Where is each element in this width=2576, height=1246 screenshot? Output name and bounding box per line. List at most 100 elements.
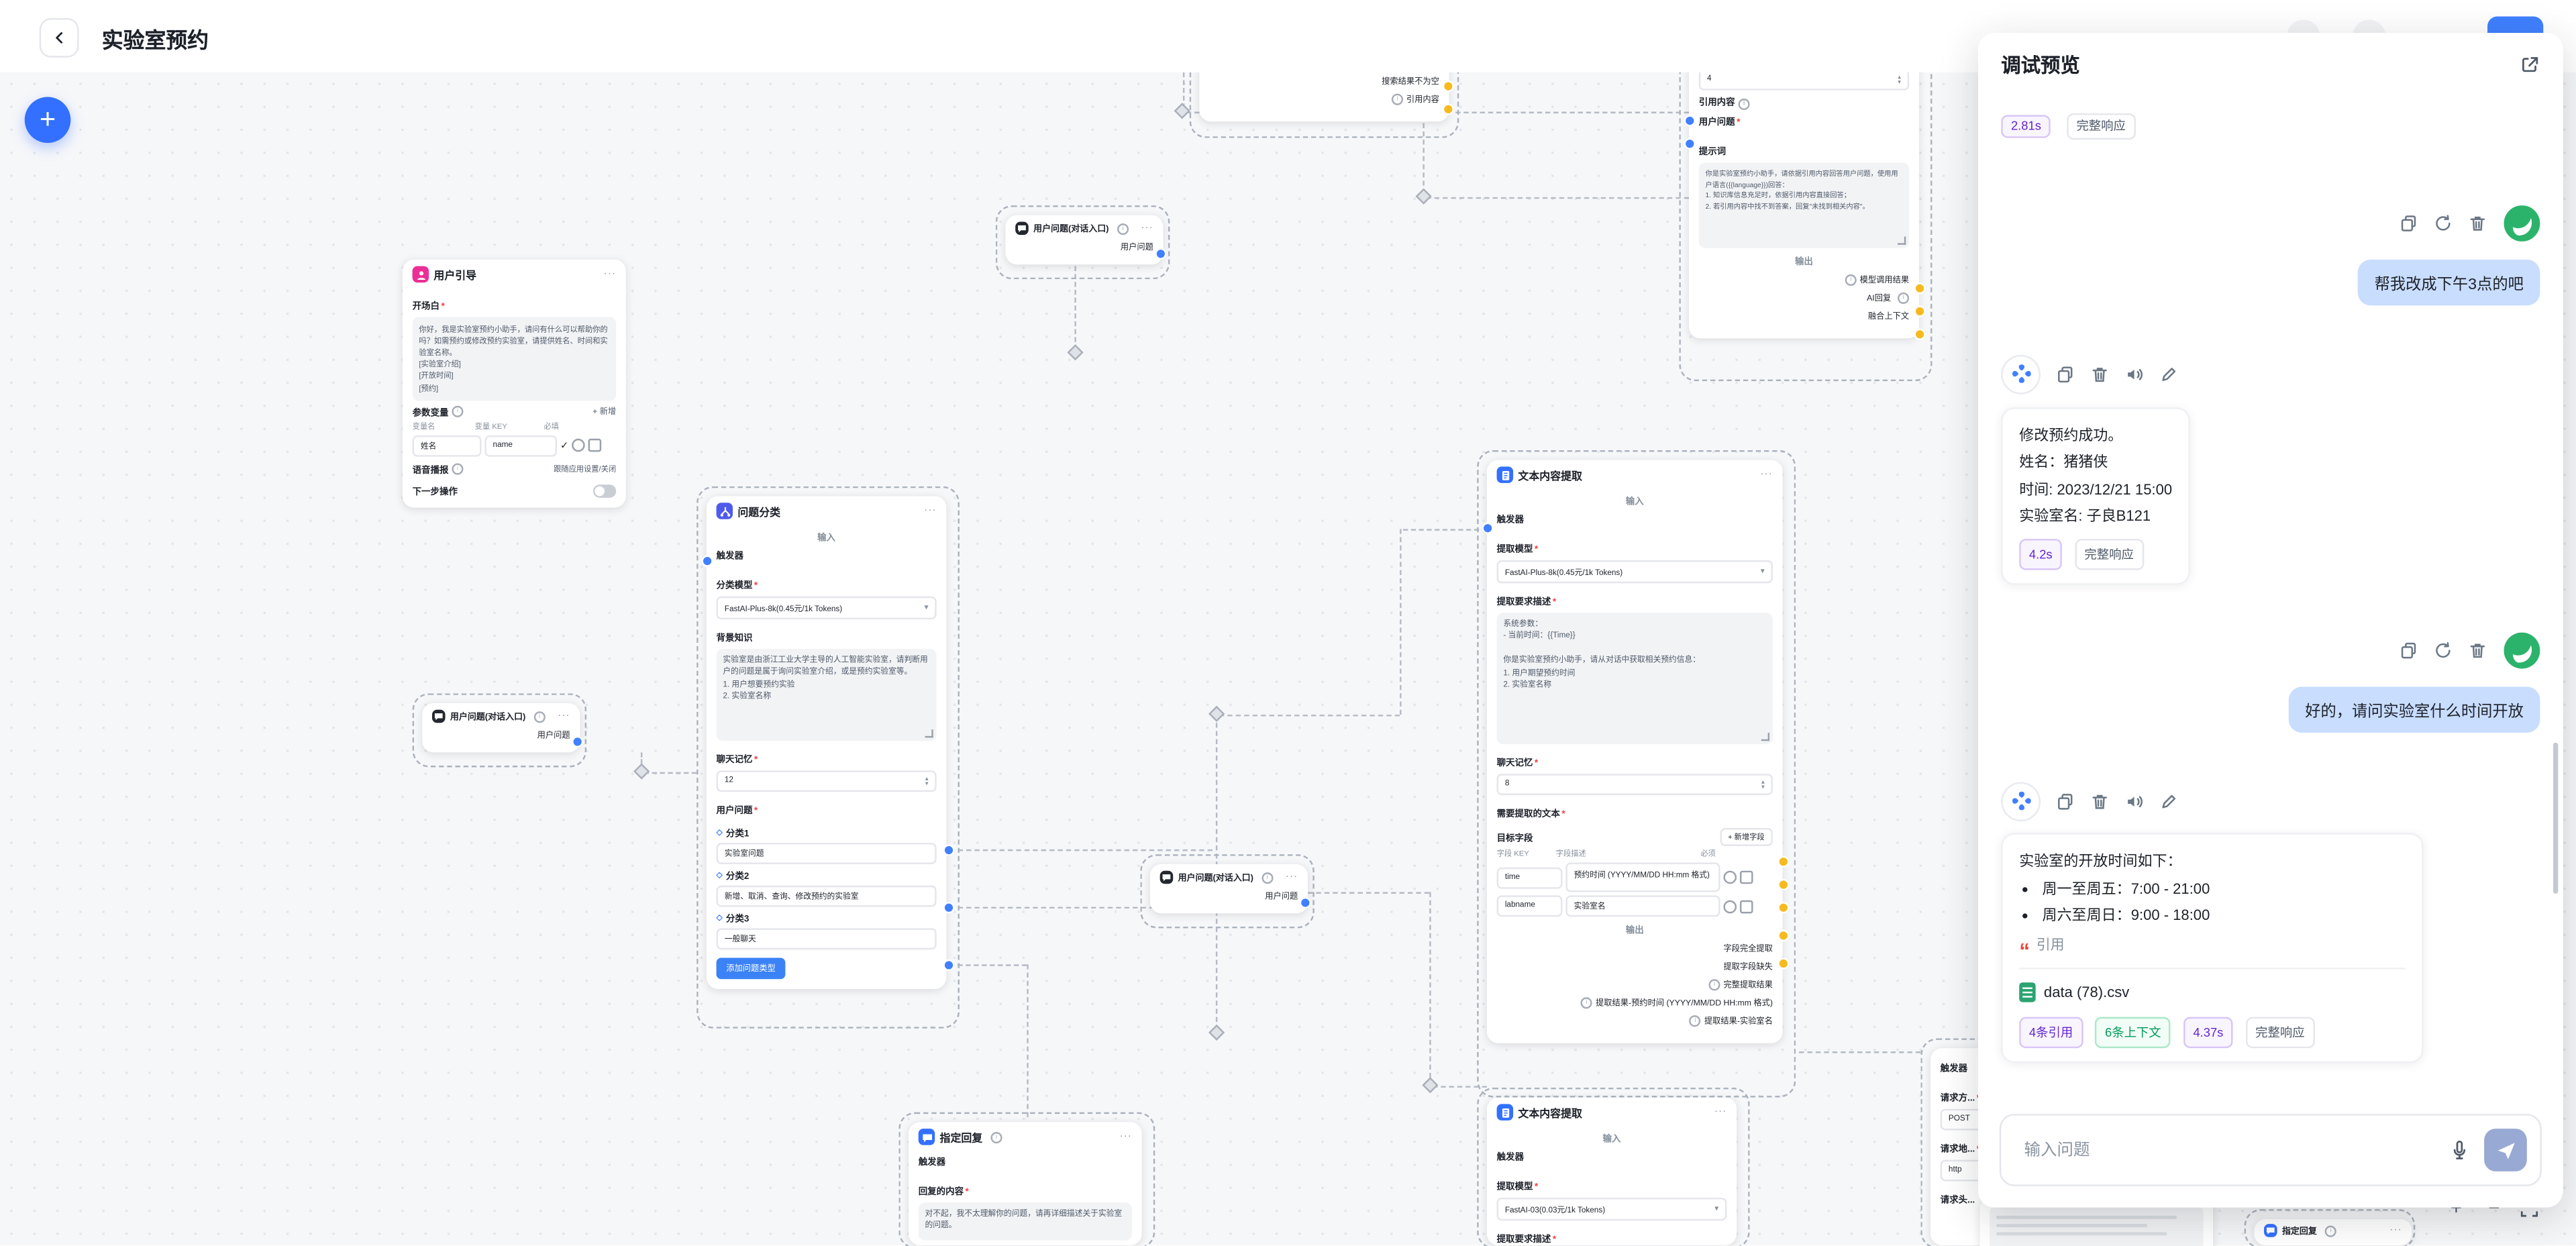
stepper-down-icon[interactable]: ▾ [1898,78,1901,85]
node-header[interactable]: 用户引导 ··· [403,260,626,286]
chat-input[interactable] [2020,1139,2435,1161]
output-port[interactable] [1778,878,1790,891]
info-icon[interactable] [1708,979,1720,991]
variable-name-input[interactable]: 姓名 [412,435,482,456]
prompt-textarea[interactable]: 你是实验室预约小助手，请依据引用内容回答用户问题，使用用户语言({{langua… [1698,162,1910,248]
copy-icon[interactable] [2399,641,2418,660]
add-variable-button[interactable]: + 新增 [593,407,617,418]
memory-input[interactable]: 8 ▴▾ [1496,774,1773,796]
back-button[interactable] [39,17,79,58]
citation-file[interactable]: data (78).csv [2019,978,2405,1006]
field-key-input[interactable]: labname [1496,895,1563,917]
copy-icon[interactable] [2055,792,2075,811]
more-icon[interactable]: ··· [924,506,937,516]
copy-icon[interactable] [2399,213,2418,232]
node-header[interactable]: 文本内容提取 ··· [1487,460,1783,486]
export-icon[interactable] [2519,54,2540,76]
model-select[interactable]: FastAI-Plus-8k(0.45元/1k Tokens) ▾ [716,596,937,620]
stepper-up-icon[interactable]: ▴ [1898,74,1901,82]
output-port[interactable] [1914,282,1926,295]
delete-icon[interactable] [2468,641,2487,660]
node-text-extract-2[interactable]: 文本内容提取 ··· 输入 触发器 提取模型 FastAI-03(0.03元/1… [1486,1097,1737,1245]
voice-value[interactable]: 跟随应用设置/关闭 [554,464,617,473]
read-aloud-icon[interactable] [2124,792,2144,811]
info-icon[interactable] [1580,997,1593,1009]
info-icon[interactable] [452,463,464,475]
regenerate-icon[interactable] [2433,213,2453,232]
category-input[interactable]: 实验室问题 [716,843,937,864]
model-select[interactable]: FastAI-Plus-8k(0.45元/1k Tokens) ▾ [1496,560,1773,584]
add-node-button[interactable]: + [24,97,71,144]
output-port[interactable] [943,902,955,914]
memory-input[interactable]: 12 ▴▾ [716,770,937,792]
required-toggle-icon[interactable] [1723,899,1737,913]
delete-icon[interactable] [2468,213,2487,232]
delete-icon[interactable] [588,439,602,452]
more-icon[interactable]: ··· [1141,223,1153,233]
stepper-up-icon[interactable]: ▴ [925,776,929,783]
node-question-entry[interactable]: 用户问题(对话入口) ··· 用户问题 [1005,215,1164,265]
node-user-guide[interactable]: 用户引导 ··· 开场白 你好，我是实验室预约小助手，请问有什么可以帮助你的吗？… [402,259,626,507]
field-desc-input[interactable]: 预约时间 (YYYY/MM/DD HH:mm 格式) [1565,862,1720,892]
citations-badge[interactable]: 4条引用 [2019,1017,2083,1049]
copy-icon[interactable] [2055,364,2075,383]
input-port[interactable] [1482,522,1494,534]
output-port[interactable] [1442,103,1454,115]
textarea-fragment[interactable] [1990,1206,2204,1246]
more-icon[interactable]: ··· [1119,1132,1133,1142]
delete-icon[interactable] [1739,899,1753,913]
node-question-entry[interactable]: 用户问题(对话入口) ··· 用户问题 [422,703,580,753]
stepper-down-icon[interactable]: ▾ [925,779,929,786]
more-icon[interactable]: ··· [1760,470,1773,480]
opening-textarea[interactable]: 你好，我是实验室预约小助手，请问有什么可以帮助你的吗？如需预约或修改预约实验室，… [412,317,617,401]
model-select[interactable]: FastAI-03(0.03元/1k Tokens) ▾ [1496,1197,1727,1221]
info-icon[interactable] [1738,98,1750,111]
node-header[interactable]: 用户问题(对话入口) ··· [1005,215,1163,238]
next-step-toggle[interactable] [593,484,617,498]
node-classify[interactable]: 问题分类 ··· 输入 触发器 分类模型 FastAI-Plus-8k(0.45… [706,496,947,989]
output-port[interactable] [1778,855,1790,868]
node-question-entry[interactable]: 用户问题(对话入口) ··· 用户问题 [1149,864,1308,914]
node-header[interactable]: 问题分类 ··· [707,496,946,522]
field-key-input[interactable]: time [1496,866,1563,888]
info-icon[interactable] [1117,222,1129,234]
output-port[interactable] [1442,80,1454,93]
node-header[interactable]: 指定回复 ··· [909,1122,1142,1148]
output-port[interactable] [572,735,584,748]
required-toggle-icon[interactable] [1723,870,1737,884]
more-icon[interactable]: ··· [1285,872,1298,882]
more-icon[interactable]: ··· [1714,1107,1727,1117]
regenerate-icon[interactable] [2433,641,2453,660]
output-port[interactable] [1778,957,1790,970]
output-port[interactable] [1778,929,1790,941]
mic-icon[interactable] [2448,1139,2471,1161]
input-port[interactable] [1684,138,1696,150]
info-icon[interactable] [533,710,546,723]
node-header[interactable]: 指定回复 ··· [2254,1219,2412,1242]
send-button[interactable] [2484,1129,2527,1172]
settings-icon[interactable] [572,439,585,452]
background-textarea[interactable]: 实验室是由浙江工业大学主导的人工智能实验室，请判断用户的问题是属于询问实验室介绍… [716,649,937,741]
stepper-down-icon[interactable]: ▾ [1761,782,1765,790]
more-icon[interactable]: ··· [558,711,570,721]
node-llm[interactable]: 4 ▴▾ 引用内容 用户问题 提示词 你是实验室预约小助手，请依据引用内容回答用… [1689,59,1919,339]
desc-textarea[interactable]: 系统参数： - 当前时间：{{Time}} 你是实验室预约小助手，请从对话中获取… [1496,613,1773,745]
info-icon[interactable] [2325,1225,2337,1237]
stepper-up-icon[interactable]: ▴ [1761,779,1765,786]
category-input[interactable]: 新增、取消、查询、修改预约的实验室 [716,885,937,907]
add-category-button[interactable]: 添加问题类型 [716,957,786,980]
context-badge[interactable]: 6条上下文 [2095,1017,2171,1049]
edit-icon[interactable] [2159,364,2178,383]
required-check-icon[interactable]: ✓ [560,441,569,452]
output-port[interactable] [1155,248,1167,260]
output-port[interactable] [1299,896,1311,909]
read-aloud-icon[interactable] [2124,364,2144,383]
edit-icon[interactable] [2159,792,2178,811]
node-header[interactable]: 文本内容提取 ··· [1487,1098,1737,1124]
info-icon[interactable] [452,406,464,418]
node-text-extract[interactable]: 文本内容提取 ··· 输入 触发器 提取模型 FastAI-Plus-8k(0.… [1486,460,1783,1043]
info-icon[interactable] [990,1131,1002,1143]
scrollbar-thumb[interactable] [2553,742,2559,894]
output-port[interactable] [1914,305,1926,317]
info-icon[interactable] [1391,93,1403,105]
